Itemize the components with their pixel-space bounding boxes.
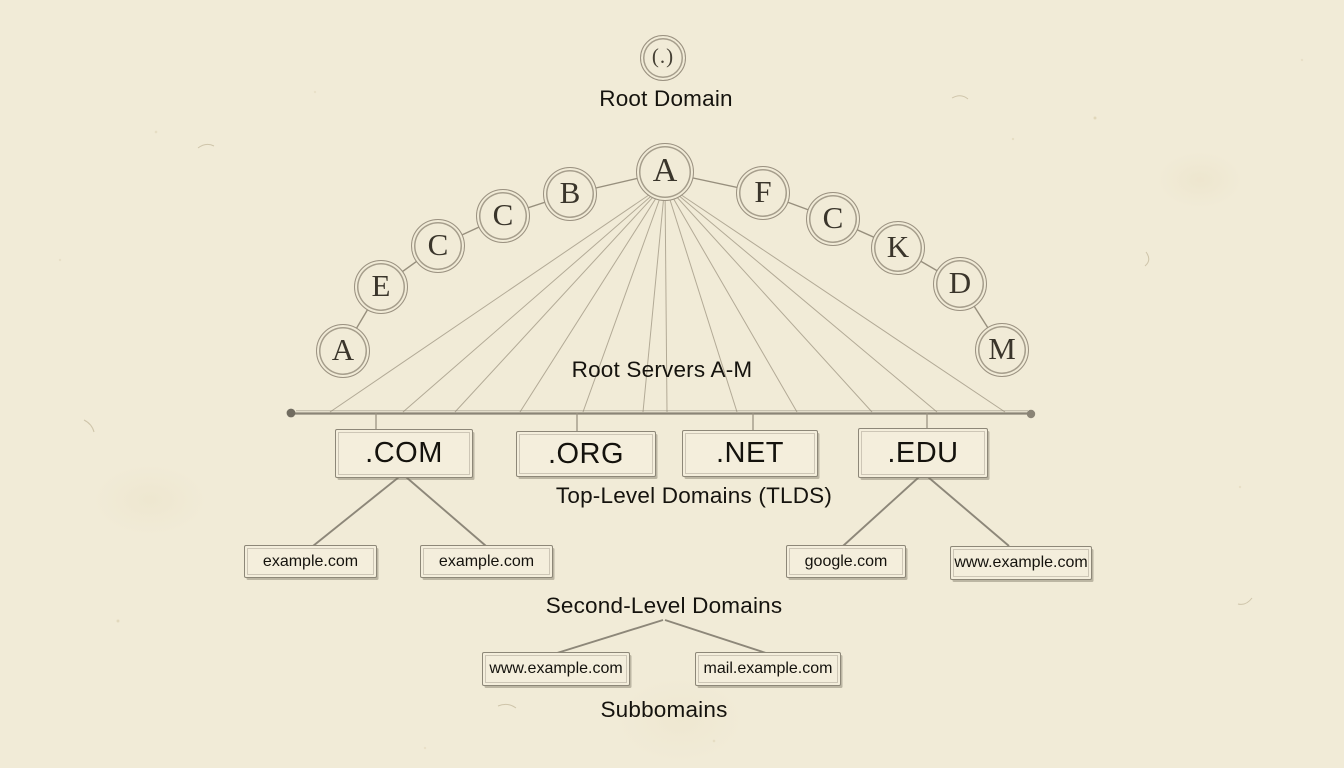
root-servers-caption: Root Servers A-M [571,357,753,382]
root-server-node: F [736,166,790,220]
root-server-letter: M [988,331,1016,366]
root-server-letter: A [331,332,355,367]
tlds-caption: Top-Level Domains (TLDS) [555,483,833,508]
domain-label: www.example.com [489,660,623,677]
subdomains-caption: Subbomains [600,697,728,722]
root-server-letter: K [886,229,910,264]
domain-label: example.com [438,552,535,570]
tld-label: .ORG [547,437,625,470]
root-server-node: C [806,192,860,246]
second-level-caption: Second-Level Domains [545,593,783,618]
root-server-node: M [975,323,1029,377]
tld-box-edu: .EDU [858,428,988,478]
paper-fibers [83,95,1253,709]
root-server-letter: C [822,200,844,235]
second-level-box: www.example.com [950,546,1092,580]
tld-box-net: .NET [682,430,818,477]
baseline-right-dot [1026,409,1036,419]
tld-box-com: .COM [335,429,473,478]
second-level-branch-lines [556,619,767,654]
root-domain-label: Root Domain [599,86,733,111]
tld-connector-lines [375,413,928,432]
tld-label: .EDU [887,436,959,469]
subdomain-box: mail.example.com [695,652,841,686]
second-level-box: example.com [420,545,553,578]
root-server-letter: E [371,268,391,303]
root-server-node: D [933,257,987,311]
root-server-letter: D [948,265,972,300]
subdomain-box: www.example.com [482,652,630,686]
root-server-node: K [871,221,925,275]
second-level-box: google.com [786,545,906,578]
baseline [286,408,1036,419]
domain-label: google.com [804,552,888,570]
root-domain-node: (.) [640,35,686,81]
domain-label: mail.example.com [703,660,833,677]
root-server-letter: B [559,175,581,210]
domain-label: www.example.com [954,554,1088,571]
root-server-node: C [411,219,465,273]
root-server-letter: F [754,174,772,209]
edu-branch-lines [842,476,1010,547]
second-level-box: example.com [244,545,377,578]
domain-label: example.com [262,552,359,570]
tld-label: .COM [365,437,443,469]
root-server-node: E [354,260,408,314]
root-server-letter: C [427,227,449,262]
root-server-letter: A [652,151,678,189]
baseline-left-dot [286,408,296,418]
root-server-node-primary: A [636,143,694,201]
root-server-node: B [543,167,597,221]
root-server-letter: C [492,197,514,232]
root-server-node: A [316,324,370,378]
com-branch-lines [312,476,487,547]
fan-lines [329,183,1006,413]
root-server-node: C [476,189,530,243]
tld-box-org: .ORG [516,431,656,477]
tld-label: .NET [715,437,785,469]
root-domain-symbol: (.) [651,43,675,68]
